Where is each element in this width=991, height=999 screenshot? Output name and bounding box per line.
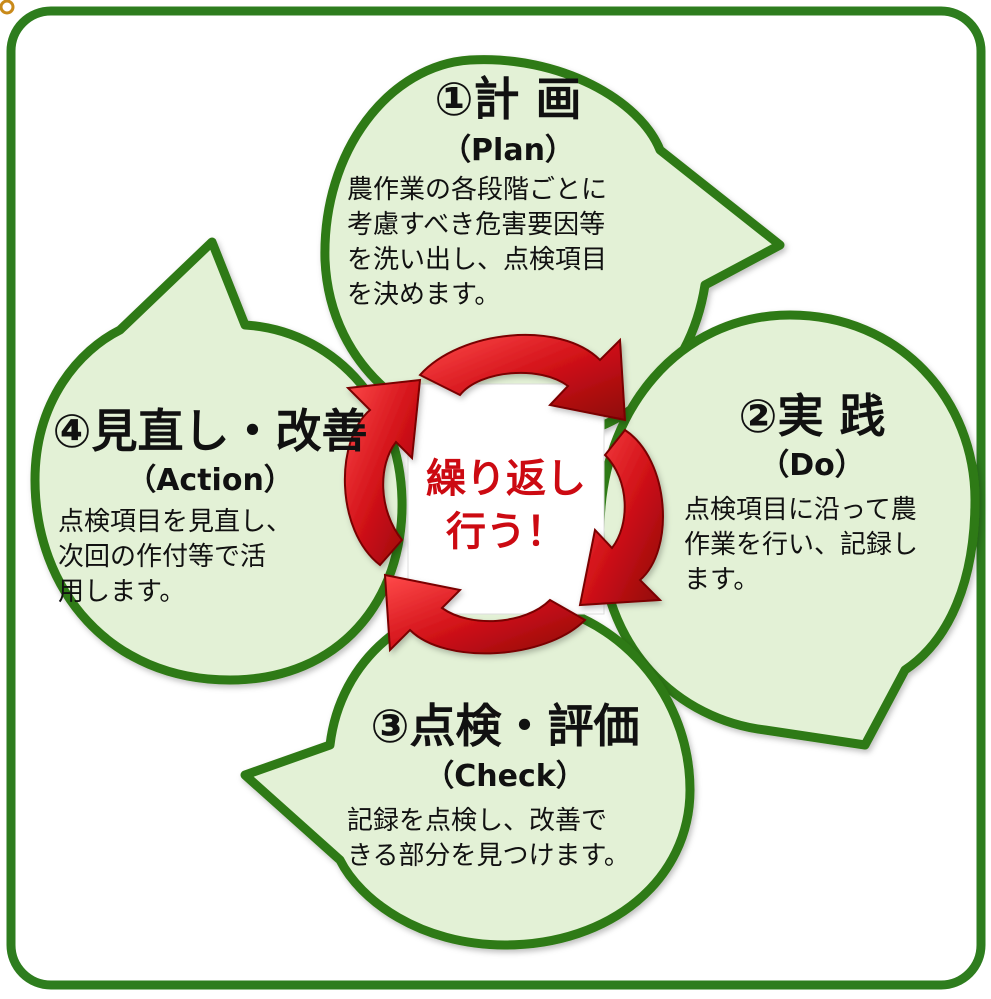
step-action-subtitle: （Action） <box>126 463 294 498</box>
step-do-line: 点検項目に沿って農 <box>684 495 917 525</box>
arrow-left-icon <box>344 378 422 567</box>
step-plan-title: ①計 画 <box>435 72 582 126</box>
step-plan-line: 農作業の各段階ごとに <box>347 175 607 205</box>
step-check-subtitle: （Check） <box>424 759 585 794</box>
center-panel <box>407 383 605 615</box>
step-plan-line: を決めます。 <box>347 280 500 310</box>
step-check-title: ③点検・評価 <box>371 699 640 753</box>
step-do-title: ②実 践 <box>739 389 886 443</box>
step-check-line: 記録を点検し、改善で <box>347 806 607 836</box>
bubble-check <box>240 595 695 950</box>
step-plan-subtitle: （Plan） <box>441 133 575 168</box>
step-plan-line: を洗い出し、点検項目 <box>347 245 607 275</box>
step-do-line: ます。 <box>684 565 759 595</box>
arrow-right-icon <box>578 428 664 607</box>
step-plan-line: 考慮すべき危害要因等 <box>347 210 605 240</box>
step-action-line: 次回の作付等で活 <box>58 542 266 572</box>
arrow-bottom-icon <box>383 573 587 655</box>
center-text-line2: 行う！ <box>446 509 566 555</box>
bubble-do <box>595 310 980 750</box>
arrow-top-icon <box>418 334 627 422</box>
step-action-line: 用します。 <box>58 577 185 607</box>
step-do-line: 作業を行い、記録し <box>684 530 918 560</box>
center-text-line1: 繰り返し <box>426 456 586 502</box>
corner-pin-icon <box>0 0 15 15</box>
step-action-title: ④見直し・改善 <box>53 404 368 458</box>
step-action-line: 点検項目を見直し、 <box>58 507 292 537</box>
cycle-arrows <box>344 334 664 655</box>
step-check-line: きる部分を見つけます。 <box>347 841 630 871</box>
step-do-subtitle: （Do） <box>759 448 865 483</box>
